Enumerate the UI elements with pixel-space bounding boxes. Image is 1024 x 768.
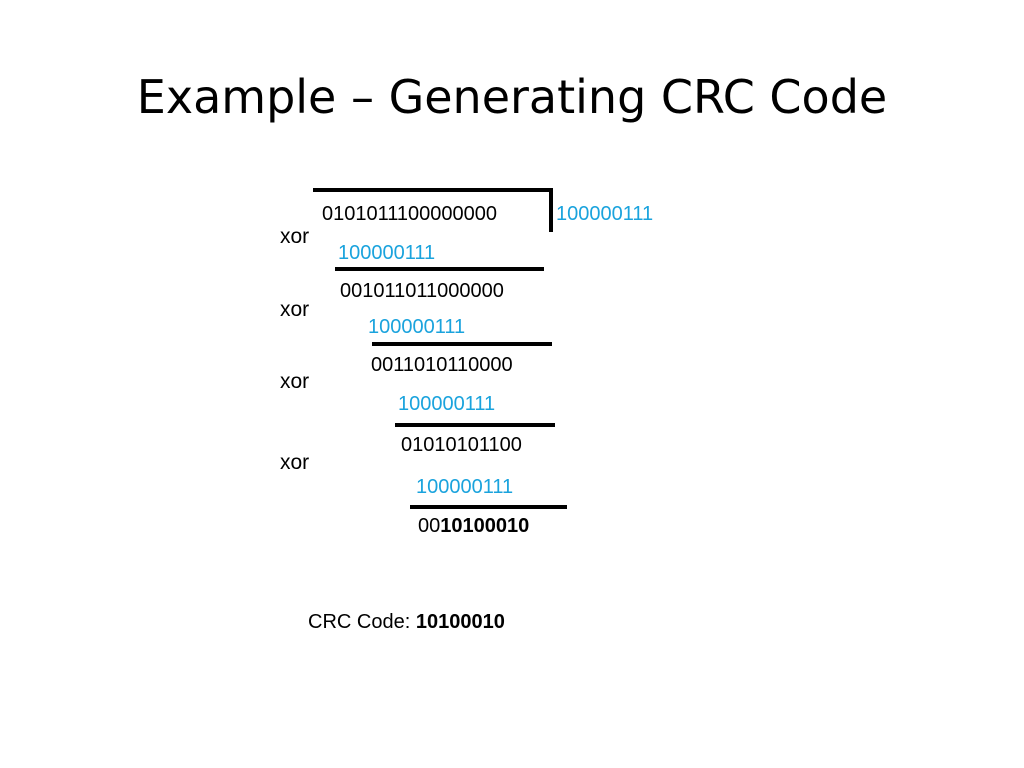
final-remainder: 0010100010 bbox=[418, 514, 529, 538]
crc-code-value: 10100010 bbox=[415, 611, 505, 633]
step-1-underline bbox=[335, 267, 544, 271]
slide-title: Example – Generating CRC Code bbox=[136, 70, 888, 124]
step-2-underline bbox=[372, 342, 552, 346]
step-1-subtrahend: 100000111 bbox=[338, 242, 436, 264]
division-top-bar bbox=[313, 188, 553, 192]
xor-label-1: xor bbox=[280, 225, 310, 248]
xor-label-3: xor bbox=[280, 370, 310, 393]
dividend: 0101011100000000 bbox=[322, 203, 497, 225]
crc-code-line: CRC Code: 10100010 bbox=[308, 610, 505, 634]
xor-label-2: xor bbox=[280, 298, 310, 321]
xor-label-4: xor bbox=[280, 451, 310, 474]
step-2-subtrahend: 100000111 bbox=[368, 316, 466, 338]
division-right-bar bbox=[549, 188, 553, 232]
step-2-result: 0011010110000 bbox=[371, 354, 513, 376]
step-1-result: 001011011000000 bbox=[340, 280, 504, 302]
crc-code-label: CRC Code: bbox=[308, 611, 411, 633]
divisor: 100000111 bbox=[556, 203, 654, 225]
step-3-subtrahend: 100000111 bbox=[398, 393, 496, 415]
final-remainder-prefix: 00 bbox=[418, 515, 441, 537]
step-4-subtrahend: 100000111 bbox=[416, 476, 514, 498]
step-3-result: 01010101100 bbox=[401, 434, 522, 456]
step-3-underline bbox=[395, 423, 555, 427]
step-4-underline bbox=[410, 505, 567, 509]
final-remainder-crc: 10100010 bbox=[440, 515, 530, 537]
